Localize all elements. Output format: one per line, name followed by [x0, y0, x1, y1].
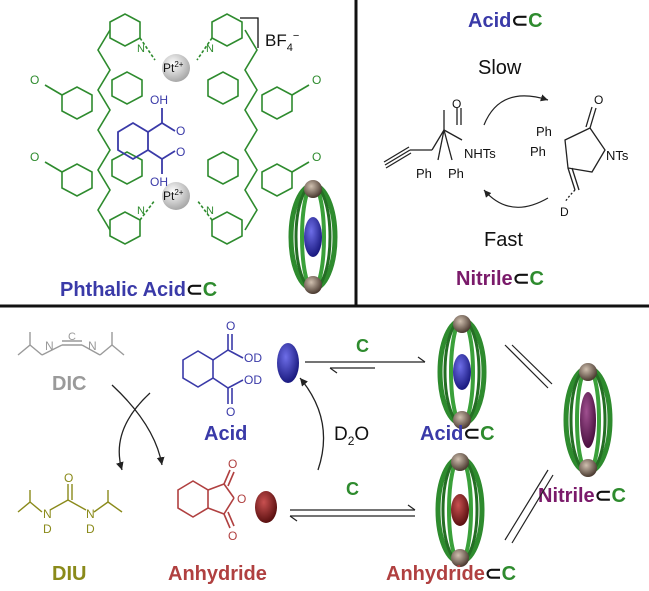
eq-anhydride-nitrile-b — [511, 474, 554, 544]
dic-n1: N — [45, 339, 54, 353]
eq-arrow-bottom-back-head — [289, 515, 298, 522]
lactam-structure — [564, 106, 606, 203]
diu-d1: D — [43, 522, 52, 536]
dic-structure — [17, 332, 125, 356]
fast-label: Fast — [484, 229, 523, 251]
eq-arrow-top-back-head — [329, 367, 338, 374]
anhydride-o-ring: O — [237, 492, 246, 506]
cage-structure — [44, 13, 310, 245]
methoxy-label-2: O — [312, 73, 321, 87]
anhydride-o1: O — [228, 457, 237, 471]
pyridine-n-1: N — [137, 43, 145, 55]
ph-label-2: Ph — [448, 166, 464, 181]
pt-atom-top — [162, 54, 190, 82]
pyridine-n-3: N — [137, 205, 145, 217]
anhydride-structure — [177, 469, 235, 529]
diu-d2: D — [86, 522, 95, 536]
dic-label: DIC — [52, 373, 86, 395]
cage-cartoon-anhydride — [438, 453, 482, 567]
acid-od2: OD — [244, 373, 262, 387]
acid-od1: OD — [244, 351, 262, 365]
nitrile-cage-title-top: Nitrile⊂C — [456, 268, 544, 290]
acid-label: Acid — [204, 423, 247, 445]
ph-label-1: Ph — [416, 166, 432, 181]
slow-label: Slow — [478, 57, 522, 79]
eq-arrow-bottom-forward-head — [407, 504, 416, 511]
acid-guest-ellipsoid — [277, 343, 299, 383]
dic-c: C — [68, 331, 76, 343]
d2o-label: D2O — [334, 424, 369, 448]
o-bottom: O — [176, 145, 185, 159]
c-label-bottom: C — [346, 479, 359, 499]
anhydride-guest-ellipsoid — [255, 491, 277, 523]
slow-arrow — [483, 94, 549, 126]
o-top: O — [176, 124, 185, 138]
pt-atom-bottom — [162, 182, 190, 210]
acid-o2: O — [226, 405, 235, 419]
eq-acid-nitrile-b — [511, 344, 553, 385]
pyridine-n-2: N — [206, 43, 214, 55]
pyridine-n-4: N — [206, 205, 214, 217]
acid-o1: O — [226, 319, 235, 333]
nhts-label: NHTs — [464, 146, 496, 161]
fast-arrow — [483, 189, 549, 208]
c-label-top: C — [356, 336, 369, 356]
hydrolysis-arrow — [299, 377, 325, 471]
alkyne-amide-structure — [383, 108, 463, 169]
methoxy-label-3: O — [30, 150, 39, 164]
ph-label-4: Ph — [530, 144, 546, 159]
oh-top: OH — [150, 93, 168, 107]
acid-structure — [182, 334, 244, 404]
phthalic-acid-structure — [117, 108, 176, 174]
diu-structure — [17, 484, 123, 513]
cage-cartoon-phthalic — [291, 180, 335, 294]
oh-bottom: OH — [150, 175, 168, 189]
nitrile-cage-label: Nitrile⊂C — [538, 485, 626, 507]
anhydride-label: Anhydride — [168, 563, 267, 585]
anhydride-cage-label: Anhydride⊂C — [386, 563, 516, 585]
amide-o: O — [452, 97, 461, 111]
dic-to-diu-arrow — [116, 392, 151, 471]
methoxy-label-1: O — [30, 73, 39, 87]
diu-n2: N — [86, 507, 95, 521]
pt-label-bottom: Pt2+ — [163, 188, 184, 203]
nts-label: NTs — [606, 148, 629, 163]
lactam-o: O — [594, 93, 603, 107]
acid-cage-title-top: Acid⊂C — [468, 10, 543, 32]
cage-cartoon-nitrile — [566, 363, 610, 477]
cage-cartoon-acid — [440, 315, 484, 429]
acid-cage-label: Acid⊂C — [420, 423, 495, 445]
eq-arrow-top-forward-head — [417, 356, 426, 363]
deuterium-label: D — [560, 205, 569, 219]
methoxy-label-4: O — [312, 150, 321, 164]
pt-label-top: Pt2+ — [163, 60, 184, 75]
acid-to-anhydride-arrow — [111, 384, 165, 466]
counterion-label: BF4− — [265, 30, 299, 54]
dic-n2: N — [88, 339, 97, 353]
eq-acid-nitrile-a — [504, 344, 549, 389]
diu-n1: N — [43, 507, 52, 521]
ph-label-3: Ph — [536, 124, 552, 139]
phthalic-acid-title: Phthalic Acid⊂C — [60, 279, 217, 301]
counterion-bracket — [240, 17, 259, 48]
diu-o: O — [64, 471, 73, 485]
diu-label: DIU — [52, 563, 86, 585]
eq-anhydride-nitrile-a — [504, 469, 549, 541]
anhydride-o2: O — [228, 529, 237, 543]
